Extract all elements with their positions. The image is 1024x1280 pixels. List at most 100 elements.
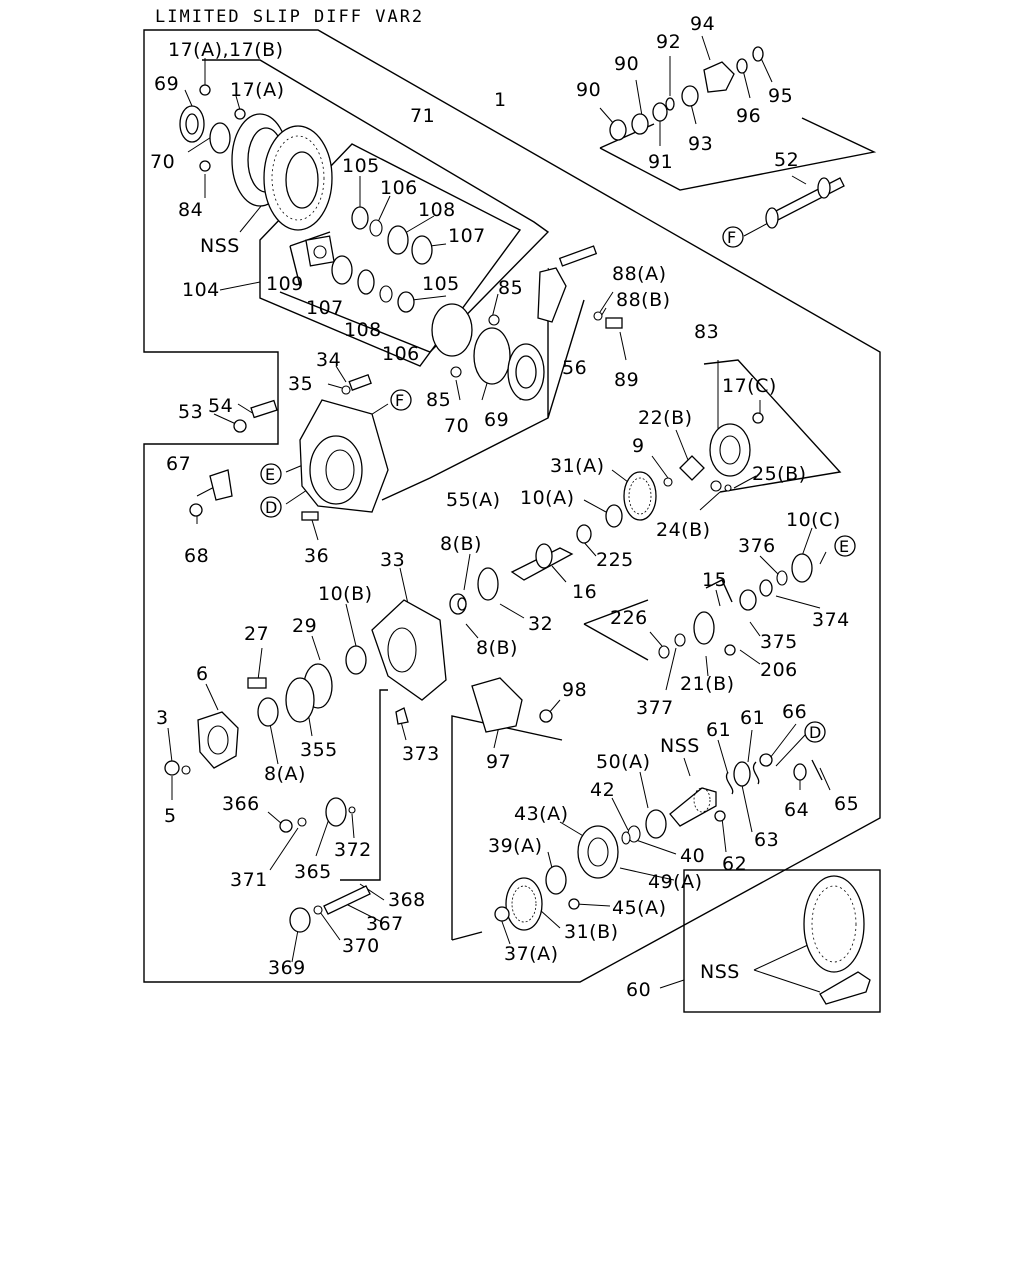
nut-90a-icon <box>609 119 627 141</box>
label-36: 36 <box>304 545 329 567</box>
shaft-52-icon <box>769 177 845 223</box>
main-assembly-outline <box>143 29 881 983</box>
bolt-17c-icon <box>752 412 764 424</box>
gear-set-60-icon <box>803 875 871 1005</box>
label-108: 108 <box>418 199 456 221</box>
label-45a: 45(A) <box>612 897 667 919</box>
label-9: 9 <box>632 435 645 457</box>
label-70b: 70 <box>444 415 469 437</box>
ref-marker-f2 <box>390 389 412 411</box>
label-90b: 90 <box>614 53 639 75</box>
label-226: 226 <box>610 607 648 629</box>
pin-65-icon <box>811 759 823 781</box>
bearing-10c-icon <box>791 553 813 583</box>
label-68: 68 <box>184 545 209 567</box>
plate-355-icon <box>285 677 315 723</box>
ref-marker-d2 <box>804 721 826 743</box>
label-64: 64 <box>784 799 809 821</box>
gear-107b-icon <box>331 255 353 285</box>
bolt-68-icon <box>189 503 203 517</box>
label-39a: 39(A) <box>488 835 543 857</box>
label-49a: 49(A) <box>648 871 703 893</box>
label-371: 371 <box>230 869 268 891</box>
bolt-84-icon <box>199 160 211 172</box>
plug-369-icon <box>289 907 311 933</box>
label-376: 376 <box>738 535 776 557</box>
label-97: 97 <box>486 751 511 773</box>
label-377: 377 <box>636 697 674 719</box>
washer-226-icon <box>658 645 670 659</box>
bearing-375-icon <box>739 589 757 611</box>
label-105: 105 <box>342 155 380 177</box>
label-61a: 61 <box>706 719 731 741</box>
label-e2: E <box>839 537 850 556</box>
ref-marker-d1 <box>260 496 282 518</box>
label-37a: 37(A) <box>504 943 559 965</box>
clip-61a-icon <box>725 771 734 795</box>
label-355: 355 <box>300 739 338 761</box>
label-nss: NSS <box>200 235 240 257</box>
label-106b: 106 <box>382 343 420 365</box>
cap-bolt-icon <box>558 245 598 267</box>
ref-marker-f1 <box>722 226 744 248</box>
label-54: 54 <box>208 395 233 417</box>
washer-371-icon <box>297 817 307 827</box>
washer-96-icon <box>736 58 748 74</box>
label-106: 106 <box>380 177 418 199</box>
bearing-10b-icon <box>345 645 367 675</box>
label-369: 369 <box>268 957 306 979</box>
label-67: 67 <box>166 453 191 475</box>
nut-95-icon <box>752 46 764 62</box>
label-17a: 17(A) <box>230 79 285 101</box>
label-104: 104 <box>182 279 220 301</box>
group-outlines <box>143 29 881 1013</box>
label-24b: 24(B) <box>656 519 711 541</box>
nss-gear-set-box <box>683 869 881 1013</box>
label-89: 89 <box>614 369 639 391</box>
nut-37a-icon <box>494 906 510 922</box>
bracket-15 <box>705 579 733 603</box>
label-55a: 55(A) <box>446 489 501 511</box>
label-34: 34 <box>316 349 341 371</box>
bolt-206-icon <box>724 644 736 656</box>
label-375: 375 <box>760 631 798 653</box>
bearing-cap-56-icon <box>537 267 567 323</box>
plug-373-icon <box>395 707 409 725</box>
bolt-85a-icon <box>488 314 500 326</box>
clip-61b-icon <box>752 761 760 785</box>
label-94: 94 <box>690 13 715 35</box>
label-83: 83 <box>694 321 719 343</box>
label-1: 1 <box>494 89 507 111</box>
spring-106b-icon <box>379 285 393 303</box>
actuator-97-icon <box>471 677 523 733</box>
stud-54-icon <box>250 399 278 419</box>
label-98: 98 <box>562 679 587 701</box>
label-25b: 25(B) <box>752 463 807 485</box>
bolt-62-icon <box>714 810 726 822</box>
race-70b-icon <box>473 327 511 385</box>
bolt-98-icon <box>539 709 553 723</box>
race-70-icon <box>209 122 231 154</box>
washer-91-icon <box>652 102 668 122</box>
label-95: 95 <box>768 85 793 107</box>
label-105b: 105 <box>422 273 460 295</box>
bearing-39a-icon <box>545 865 567 895</box>
label-92: 92 <box>656 31 681 53</box>
pump-365-icon <box>325 797 347 827</box>
label-42: 42 <box>590 779 615 801</box>
label-53: 53 <box>178 401 203 423</box>
washer-35-icon <box>341 385 351 395</box>
washer-5-icon <box>181 765 191 775</box>
label-60: 60 <box>626 979 651 1001</box>
part-illustrations <box>164 46 871 1005</box>
label-35: 35 <box>288 373 313 395</box>
transfer-housing-33-icon <box>371 599 447 701</box>
label-374: 374 <box>812 609 850 631</box>
washer-88-icon <box>593 311 603 321</box>
ref-marker-e2 <box>834 535 856 557</box>
nut-64-icon <box>793 763 807 781</box>
label-365: 365 <box>294 861 332 883</box>
label-nss2: NSS <box>660 735 700 757</box>
label-d2: D <box>809 723 822 742</box>
